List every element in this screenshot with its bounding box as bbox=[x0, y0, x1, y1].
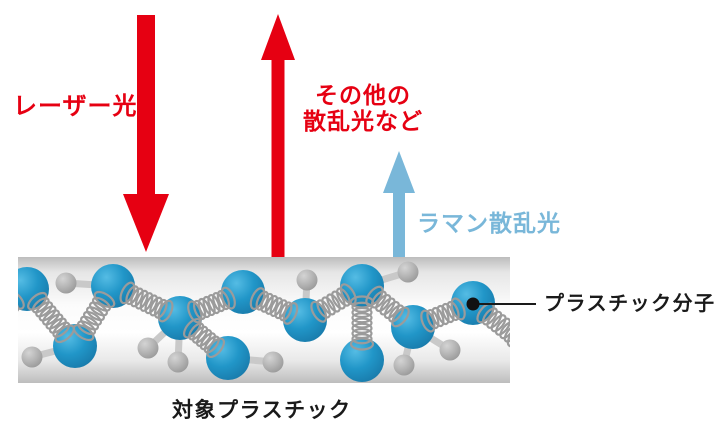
plastic-molecule-sphere bbox=[340, 338, 384, 382]
other-scattered-light-label: その他の 散乱光など bbox=[288, 82, 438, 134]
atom-gray-sphere bbox=[167, 351, 189, 373]
spring-bond bbox=[182, 317, 226, 359]
spring-bond bbox=[72, 290, 116, 342]
atom-gray-sphere bbox=[137, 337, 159, 359]
atom-gray-sphere bbox=[397, 261, 419, 283]
target-plastic-label: 対象プラスチック bbox=[172, 399, 352, 422]
laser-beam-arrow bbox=[123, 15, 169, 252]
molecule-callout-dot bbox=[466, 297, 480, 311]
plastic-molecule-sphere bbox=[283, 298, 327, 342]
spring-bond bbox=[420, 297, 466, 333]
plastic-molecule-sphere bbox=[91, 264, 135, 308]
plastic-molecule-sphere bbox=[53, 324, 97, 368]
molecule-chain bbox=[18, 261, 510, 382]
plastic-molecule-sphere bbox=[391, 305, 435, 349]
atom-gray-sphere bbox=[262, 351, 284, 373]
raman-scattered-light-label: ラマン散乱光 bbox=[417, 210, 561, 236]
spring-bond bbox=[249, 287, 299, 325]
spring-bond bbox=[187, 286, 236, 324]
other-scattered-light-line1: その他の bbox=[315, 82, 411, 108]
atom-gray-sphere bbox=[55, 272, 77, 294]
atom-gray-sphere bbox=[21, 346, 43, 368]
plastic-molecule-sphere bbox=[158, 296, 202, 340]
plastic-molecule-label: プラスチック分子 bbox=[544, 293, 716, 315]
spring-bond bbox=[27, 291, 75, 344]
spring-bond bbox=[18, 289, 25, 313]
atom-gray-sphere bbox=[393, 354, 415, 376]
plastic-molecule-sphere bbox=[206, 336, 250, 380]
plastic-molecule-sphere bbox=[340, 264, 384, 308]
other-scatter-arrow bbox=[261, 14, 295, 257]
atom-gray-sphere bbox=[439, 339, 461, 361]
spring-bond bbox=[365, 285, 410, 328]
raman-scatter-arrow bbox=[383, 151, 415, 257]
plastic-molecule-sphere bbox=[221, 270, 265, 314]
laser-light-label: レーザー光 bbox=[13, 93, 138, 120]
atom-gray-sphere bbox=[296, 269, 318, 291]
other-scattered-light-line2: 散乱光など bbox=[303, 108, 423, 134]
spring-bond bbox=[349, 295, 375, 351]
spring-bond bbox=[310, 283, 357, 323]
spring-bond bbox=[119, 281, 174, 323]
